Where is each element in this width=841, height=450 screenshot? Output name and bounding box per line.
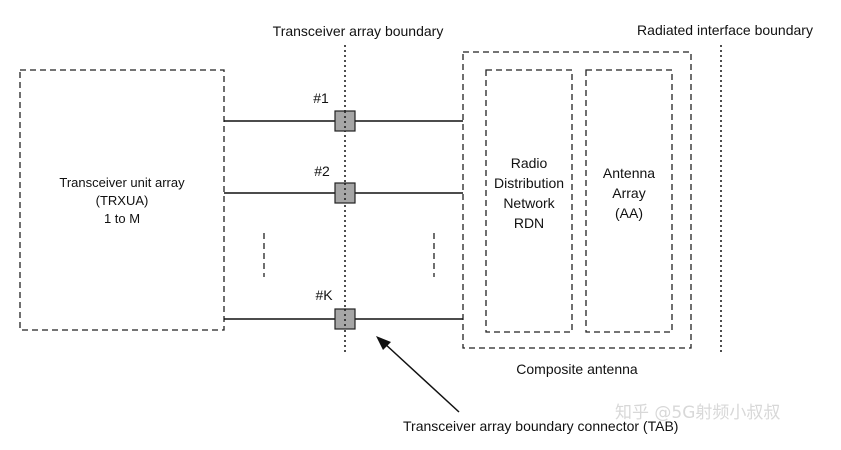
composite-antenna-label: Composite antenna bbox=[516, 361, 638, 377]
rdn-box bbox=[485, 69, 573, 333]
watermark-text: 知乎 @5G射频小叔叔 bbox=[615, 403, 780, 423]
rdn-label-line1: Radio bbox=[511, 155, 548, 171]
tab-arrow-shaft bbox=[383, 342, 460, 413]
composite-antenna-box bbox=[462, 51, 692, 349]
radiated-boundary-label: Radiated interface boundary bbox=[637, 22, 813, 38]
aa-label-line2: Array bbox=[612, 185, 645, 201]
trxua-label-line3: 1 to M bbox=[104, 211, 140, 226]
aa-box bbox=[585, 69, 673, 333]
connector-2-label: #2 bbox=[314, 163, 330, 179]
trxua-box bbox=[19, 69, 225, 331]
trxua-label-line2: (TRXUA) bbox=[96, 193, 149, 208]
aa-label-line3: (AA) bbox=[615, 205, 643, 221]
connector-k-label: #K bbox=[315, 287, 333, 303]
rdn-label-line2: Distribution bbox=[494, 175, 564, 191]
tab-arrow-head bbox=[376, 336, 391, 350]
connector-1-label: #1 bbox=[313, 90, 329, 106]
rdn-label-line3: Network bbox=[503, 195, 555, 211]
aa-label-line1: Antenna bbox=[603, 165, 655, 181]
trxua-label-line1: Transceiver unit array bbox=[59, 175, 185, 190]
tab-connector-label: Transceiver array boundary connector (TA… bbox=[403, 418, 678, 434]
rdn-label-line4: RDN bbox=[514, 215, 544, 231]
trx-boundary-label: Transceiver array boundary bbox=[273, 23, 444, 39]
